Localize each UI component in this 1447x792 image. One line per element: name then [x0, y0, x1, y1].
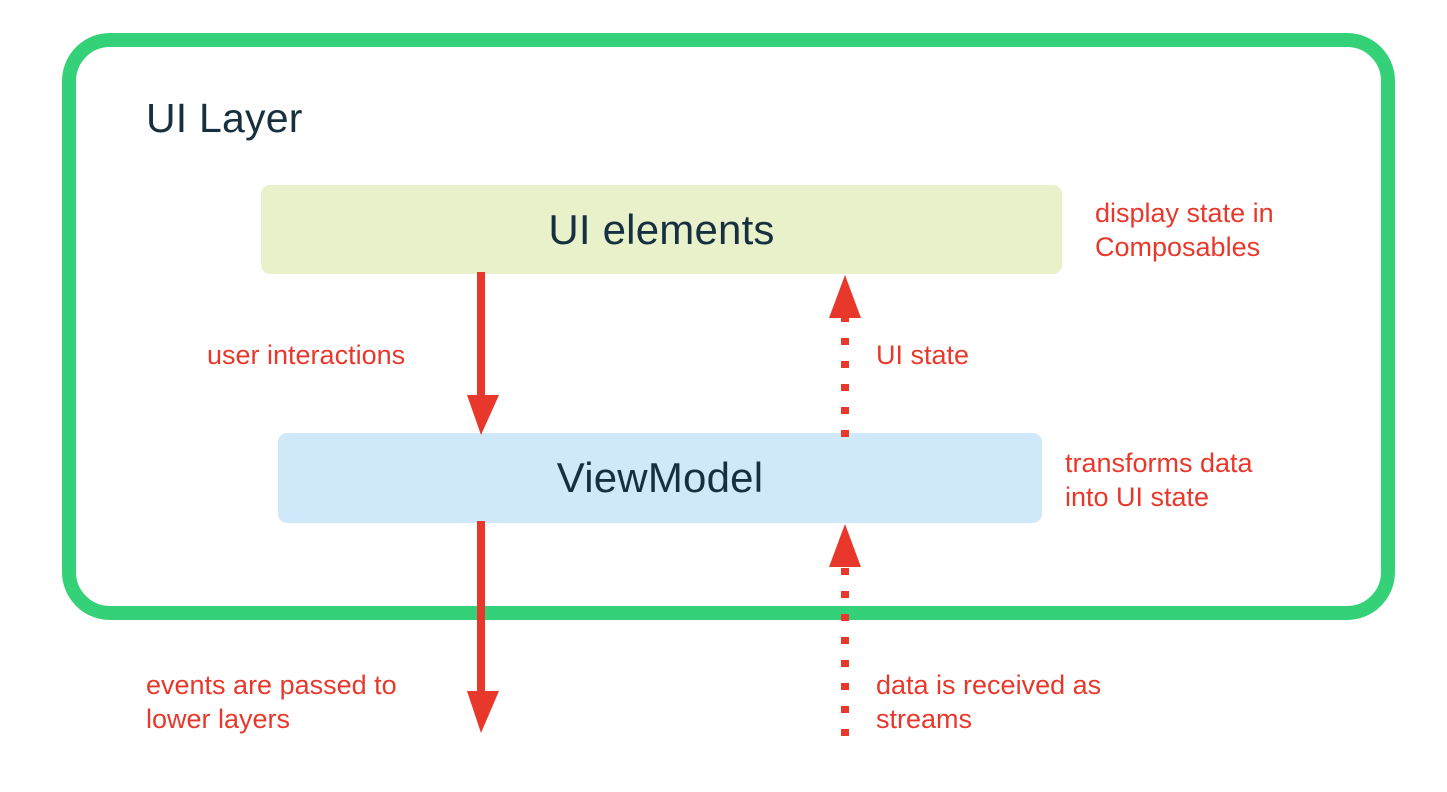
arrow-dotted-up-viewmodel-to-ui — [829, 275, 861, 437]
arrow-dotted-up-lower-layers-to-viewmodel — [829, 524, 861, 736]
annotation-ui-state: UI state — [876, 340, 970, 370]
arrow-solid-down-viewmodel-to-lower-layers — [467, 521, 499, 733]
annotation-events-passed-to-lower-layers: events are passed to lower layers — [146, 670, 397, 735]
arrow-solid-down-ui-to-viewmodel — [467, 272, 499, 435]
ui-elements-label: UI elements — [548, 205, 775, 253]
ui-layer-title: UI Layer — [146, 95, 303, 141]
viewmodel-label: ViewModel — [556, 454, 764, 501]
ui-elements-box: UI elements — [261, 185, 1062, 274]
annotation-display-state: display state in Composables — [1095, 198, 1274, 263]
viewmodel-box: ViewModel — [278, 433, 1042, 523]
annotation-user-interactions: user interactions — [207, 340, 406, 370]
ui-layer-frame — [62, 33, 1395, 620]
annotation-transforms-data: transforms data into UI state — [1065, 448, 1253, 513]
annotation-data-received-as-streams: data is received as streams — [876, 670, 1102, 735]
